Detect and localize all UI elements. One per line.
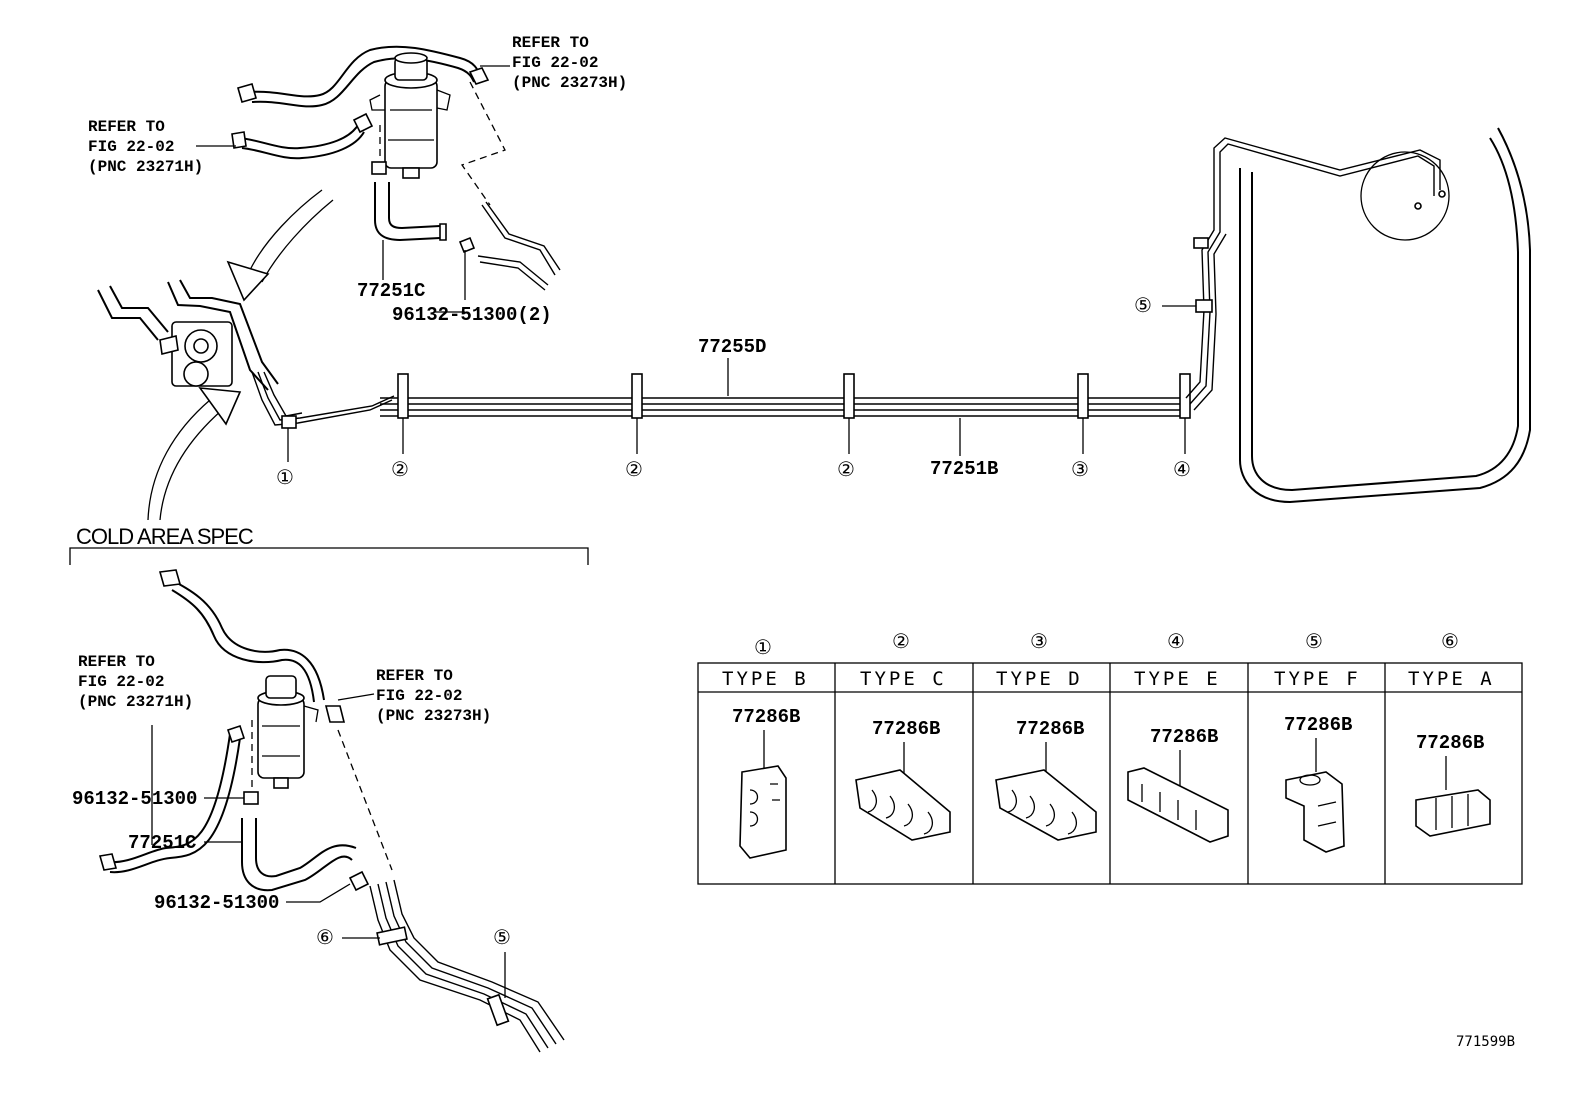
callout-4: ④ [1173,457,1191,481]
clamp-table [697,662,1523,885]
callout-1: ① [276,465,294,489]
main-fuel-lines [251,137,1441,429]
cold-refer-left-line2: FIG 22-02 [78,673,164,691]
cold-part-77251C: 77251C [128,832,196,854]
table-col-2-type: TYPE C [860,668,947,690]
callout-2a: ② [391,457,409,481]
refer-note-top-left-line1: REFER TO [88,118,165,136]
clamp-type-e-icon [1127,750,1229,843]
table-col-5-part: 77286B [1284,714,1352,736]
callout-2b: ② [625,457,643,481]
callout-5-main: ⑤ [1134,293,1152,317]
part-label-77251B: 77251B [930,458,998,480]
callout-3: ③ [1071,457,1089,481]
cold-area-title: COLD AREA SPEC [76,524,254,549]
clamp-type-f-icon [1285,738,1345,853]
table-col-2-part: 77286B [872,718,940,740]
figure-code: 771599B [1456,1034,1515,1050]
table-col-6-number: ⑥ [1441,629,1459,653]
refer-note-top-left-line2: FIG 22-02 [88,138,174,156]
table-col-1-number: ① [754,635,772,659]
refer-note-top-right-line2: FIG 22-02 [512,54,598,72]
cold-part-96132-51300-b: 96132-51300 [154,892,279,914]
part-label-77251C-top: 77251C [357,280,425,302]
cold-callout-6: ⑥ [316,925,334,949]
clamp-type-a-icon [1415,756,1491,837]
table-col-5-type: TYPE F [1274,668,1361,690]
table-col-3-number: ③ [1030,629,1048,653]
callout-2c: ② [837,457,855,481]
table-col-1-part: 77286B [732,706,800,728]
top-filter-assembly [231,45,561,300]
cold-part-96132-51300-a: 96132-51300 [72,788,197,810]
table-col-3-type: TYPE D [996,668,1083,690]
cold-refer-right-line1: REFER TO [376,667,453,685]
cold-area-section: COLD AREA SPEC [69,524,589,1053]
refer-note-top-left-line3: (PNC 23271H) [88,158,203,176]
table-col-4-type: TYPE E [1134,668,1221,690]
fuel-tank [1239,127,1531,504]
table-col-1-type: TYPE B [722,668,809,690]
table-col-4-part: 77286B [1150,726,1218,748]
table-col-4-number: ④ [1167,629,1185,653]
clamp-type-c-icon [855,742,951,841]
table-col-2-number: ② [892,629,910,653]
cold-refer-right-line2: FIG 22-02 [376,687,462,705]
refer-note-top-right-line1: REFER TO [512,34,589,52]
part-label-96132-51300-2: 96132-51300(2) [392,304,552,326]
clamp-type-d-icon [995,742,1097,841]
engine-block [97,279,279,391]
clamp-type-b-icon [739,730,787,859]
table-col-3-part: 77286B [1016,718,1084,740]
refer-note-top-right-line3: (PNC 23273H) [512,74,627,92]
direction-arrows [147,189,334,521]
cold-callout-5: ⑤ [493,925,511,949]
main-callouts: ① ② ② ② ③ ④ ⑤ [276,293,1196,489]
cold-refer-right-line3: (PNC 23273H) [376,707,491,725]
table-col-5-number: ⑤ [1305,629,1323,653]
cold-refer-left-line3: (PNC 23271H) [78,693,193,711]
table-col-6-part: 77286B [1416,732,1484,754]
table-col-6-type: TYPE A [1408,668,1495,690]
cold-refer-left-line1: REFER TO [78,653,155,671]
part-label-77255D: 77255D [698,336,766,358]
